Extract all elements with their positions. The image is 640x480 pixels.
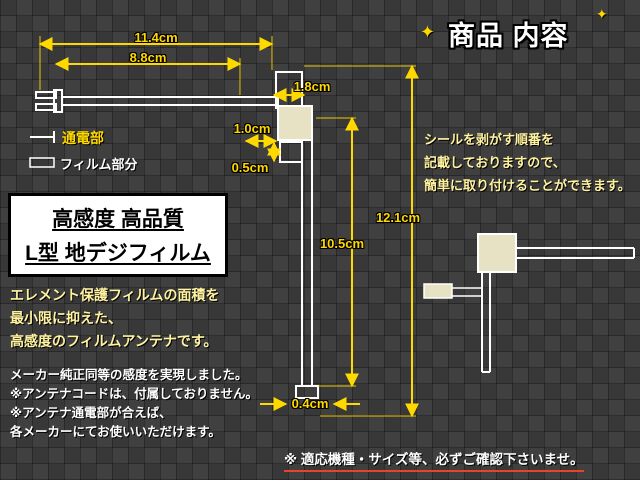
mini-corner-diagram	[423, 233, 635, 373]
dimension-lines	[38, 37, 419, 418]
left-terminal-finger-top	[35, 91, 57, 99]
legend-conduction-label: 通電部	[62, 130, 104, 146]
seal-instruction-paragraph: シールを剥がす順番を 記載しておりますので、 簡単に取り付けることができます。	[424, 128, 631, 197]
dim-label-tip-width: 0.4cm	[291, 396, 329, 411]
seal-instruction-line: シールを剥がす順番を	[424, 132, 555, 147]
vertical-film-strip	[301, 139, 313, 387]
horizontal-element	[61, 96, 279, 106]
product-name-box: 高感度 高品質 L型 地デジフィルム	[8, 193, 228, 277]
notes-paragraph: メーカー純正同等の感度を実現しました。 ※アンテナコードは、付属しておりません。…	[10, 366, 258, 442]
product-type-text: L型 地デジフィルム	[25, 242, 211, 265]
feature-line: 高感度のフィルムアンテナです。	[10, 333, 218, 349]
bottom-tip	[295, 385, 319, 399]
feature-line: 最小限に抑えた、	[10, 310, 122, 326]
left-terminal-finger-bottom	[35, 103, 57, 111]
legend-symbols	[29, 131, 55, 168]
sub-pad	[279, 141, 303, 163]
seal-instruction-line: 記載しておりますので、	[424, 155, 566, 170]
seal-instruction-line: 簡単に取り付けることができます。	[424, 178, 631, 193]
note-line: 各メーカーにてお使いいただけます。	[10, 425, 221, 439]
dim-label-pad-width: 1.0cm	[233, 121, 271, 136]
note-line: メーカー純正同等の感度を実現しました。	[10, 368, 248, 382]
feature-paragraph: エレメント保護フィルムの面積を 最小限に抑えた、 高感度のフィルムアンテナです。	[10, 284, 219, 353]
feature-line: エレメント保護フィルムの面積を	[10, 287, 220, 303]
dim-label-pad-height: 0.5cm	[231, 160, 269, 175]
dim-label-total-height: 12.1cm	[375, 210, 421, 225]
dim-label-inner-width: 8.8cm	[129, 50, 167, 65]
film-symbol	[29, 157, 55, 168]
product-grade-text: 高感度 高品質	[52, 208, 184, 231]
dim-label-film-height: 10.5cm	[319, 236, 365, 251]
page-title: 商品 内容	[448, 21, 569, 51]
dim-label-total-width: 11.4cm	[134, 30, 178, 45]
legend-film-label: フィルム部分	[60, 157, 138, 172]
sparkle-icon: ✦	[596, 6, 608, 22]
dimension-extension-lines	[39, 36, 416, 417]
footer-caution-text: ※ 適応機種・サイズ等、必ずご確認下さいませ。	[284, 448, 584, 472]
dim-label-stub-width: 1.8cm	[293, 79, 331, 94]
note-line: ※アンテナコードは、付属しておりません。	[10, 387, 259, 401]
mini-connector-tab	[423, 283, 453, 299]
corner-pad	[277, 105, 313, 141]
sparkle-icon: ✦	[420, 22, 436, 42]
note-line: ※アンテナ通電部が合えば、	[10, 406, 172, 420]
mini-corner-pad	[477, 233, 517, 273]
